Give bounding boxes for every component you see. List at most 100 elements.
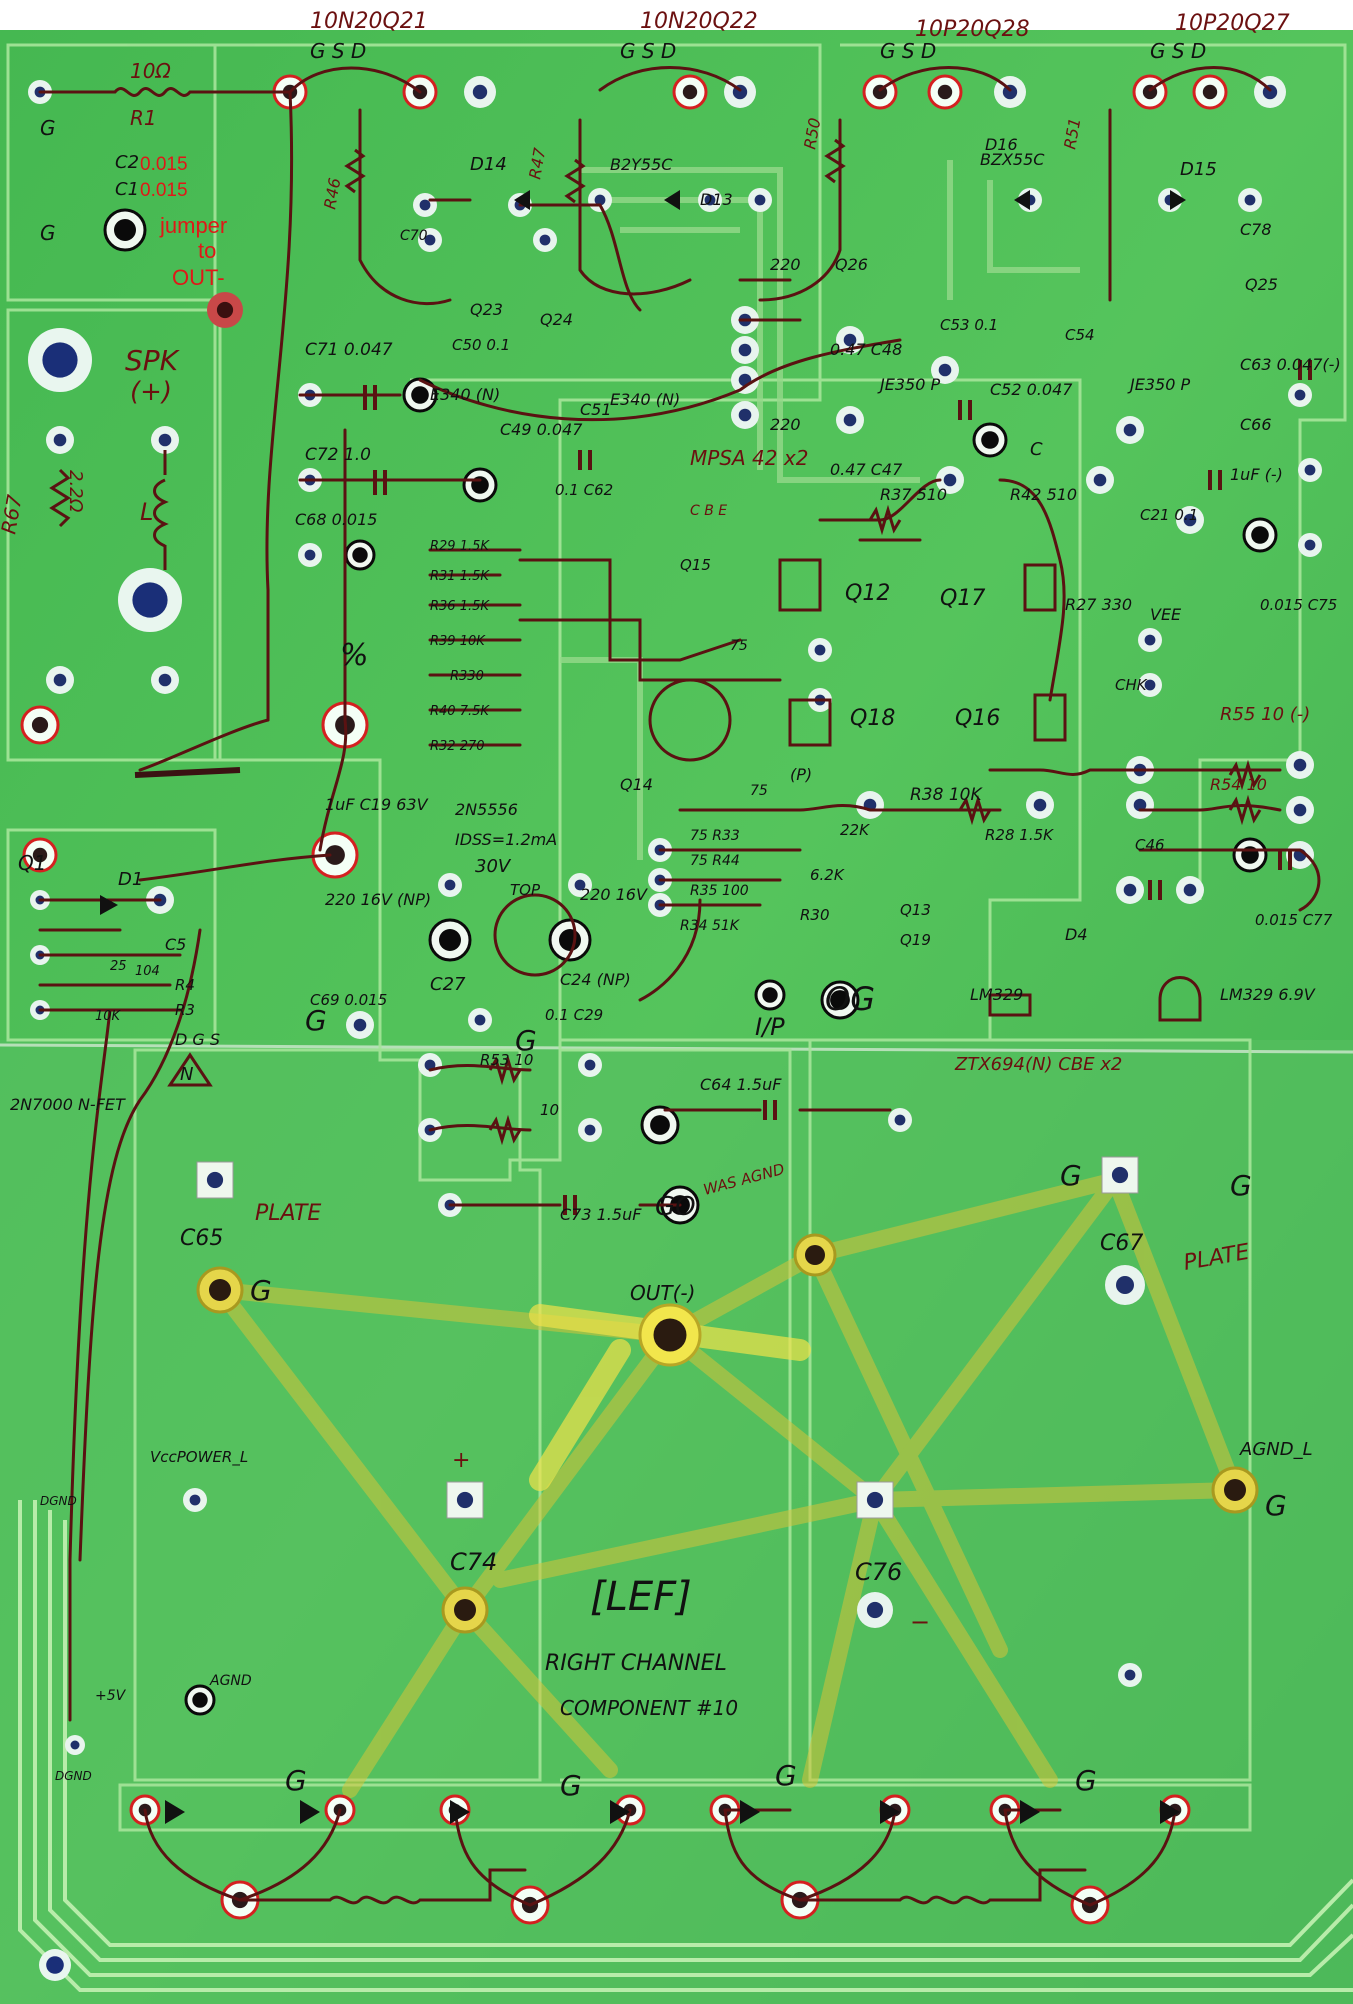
pad [1176, 506, 1204, 534]
pad [1116, 876, 1144, 904]
pad [548, 918, 592, 962]
annotation-label: R29 1.5K [430, 539, 490, 554]
annotation-label: R40 7.5K [430, 704, 490, 719]
annotation-label: DGND [55, 1769, 92, 1783]
annotation-label: G [40, 221, 56, 245]
annotation-label: R54 10 [1210, 775, 1267, 794]
ground-marker: G [1060, 1159, 1082, 1192]
annotation-label: C49 0.047 [500, 420, 583, 439]
annotation-label: C [1030, 439, 1043, 460]
annotation-label: C B E [690, 503, 727, 519]
annotation-label: 220 16V (NP) [325, 890, 431, 909]
annotation-label: C27 [430, 974, 466, 995]
c2-value-note: 0.015 [140, 154, 188, 175]
pad [1138, 628, 1162, 652]
annotation-label: % [340, 638, 369, 673]
ground-marker: G [560, 1769, 582, 1802]
pad [28, 328, 92, 392]
annotation-label: C71 0.047 [305, 340, 393, 360]
annotation-label: (+) [130, 377, 172, 407]
annotation-label: MPSA 42 x2 [690, 446, 808, 470]
annotation-label: 220 16V [580, 885, 648, 904]
annotation-label: L [140, 498, 153, 526]
annotation-label: R38 10K [910, 785, 983, 805]
annotation-label: Q19 [900, 931, 931, 949]
annotation-label: Q17 [940, 586, 985, 611]
ground-marker: G [305, 1004, 327, 1037]
pad [754, 979, 786, 1011]
annotation-label: COMPONENT #10 [560, 1696, 738, 1720]
pad [196, 1266, 244, 1314]
annotation-label: 0.1 C29 [545, 1006, 603, 1024]
pad [441, 1586, 489, 1634]
annotation-label: R39 10K [430, 634, 486, 649]
pad [464, 76, 496, 108]
pad [39, 1949, 71, 1981]
annotation-label: 25 [110, 959, 127, 974]
annotation-label: 0.47 C47 [830, 460, 903, 479]
pad [1242, 517, 1278, 553]
pad [1101, 1156, 1139, 1194]
annotation-label: C63 0.047(-) [1240, 355, 1341, 374]
annotation-label: C64 1.5uF [700, 1075, 782, 1094]
pad [836, 406, 864, 434]
gsd-pinout: G S D [880, 39, 936, 63]
annotation-label: (P) [790, 765, 812, 784]
pad [856, 1481, 894, 1519]
pad [413, 193, 437, 217]
annotation-label: 75 [730, 638, 748, 654]
ground-marker: G [1075, 1764, 1097, 1797]
annotation-label: 10K [95, 1009, 122, 1024]
annotation-label: R27 330 [1065, 595, 1132, 614]
annotation-label: 1uF C19 63V [325, 795, 429, 814]
annotation-label: Q18 [850, 706, 895, 731]
annotation-label: Q24 [540, 310, 573, 329]
pad [118, 568, 182, 632]
transistor-label-q22: 10N20Q22 [640, 9, 758, 34]
annotation-label: C70 [400, 228, 428, 244]
annotation-label: 10 [540, 1101, 559, 1119]
pad [468, 1008, 492, 1032]
annotation-label: Q13 [900, 901, 931, 919]
pad [184, 1684, 216, 1716]
hand-drawn-wiring [38, 66, 1321, 1907]
annotation-label: D G S [175, 1030, 220, 1049]
pad [1211, 1466, 1259, 1514]
annotation-label: C5 [165, 935, 186, 954]
annotation-label: R37 510 [880, 485, 947, 504]
annotation-label: 22K [840, 821, 870, 839]
annotation-label: C51 [580, 400, 612, 419]
annotation-label: R330 [450, 669, 484, 684]
pad [672, 74, 708, 110]
pad [1026, 791, 1054, 819]
pad [936, 466, 964, 494]
annotation-label: C53 0.1 [940, 316, 998, 334]
annotation-label: C69 0.015 [310, 991, 387, 1009]
jumper-note-to: to [198, 238, 216, 263]
pad [927, 74, 963, 110]
annotation-label: RIGHT CHANNEL [545, 1651, 727, 1676]
pad [446, 1481, 484, 1519]
pad [151, 666, 179, 694]
resistor-symbols [49, 138, 1262, 1146]
pad [428, 918, 472, 962]
annotation-label: 10Ω [130, 59, 171, 83]
pad [698, 188, 722, 212]
annotation-label: +5V [95, 1688, 127, 1704]
pad [640, 1105, 680, 1145]
pad [793, 1233, 837, 1277]
pad [1086, 466, 1114, 494]
annotation-label: Q16 [955, 706, 1000, 731]
annotation-label: Q25 [1245, 275, 1278, 294]
pad [151, 426, 179, 454]
annotation-label: D1 [118, 869, 143, 890]
pad [1238, 188, 1262, 212]
annotation-label: 0.47 C48 [830, 340, 902, 359]
annotation-label: C73 1.5uF [560, 1205, 642, 1224]
pad [731, 401, 759, 429]
pad [196, 1161, 234, 1199]
ground-star-highlight [212, 1172, 1243, 1798]
